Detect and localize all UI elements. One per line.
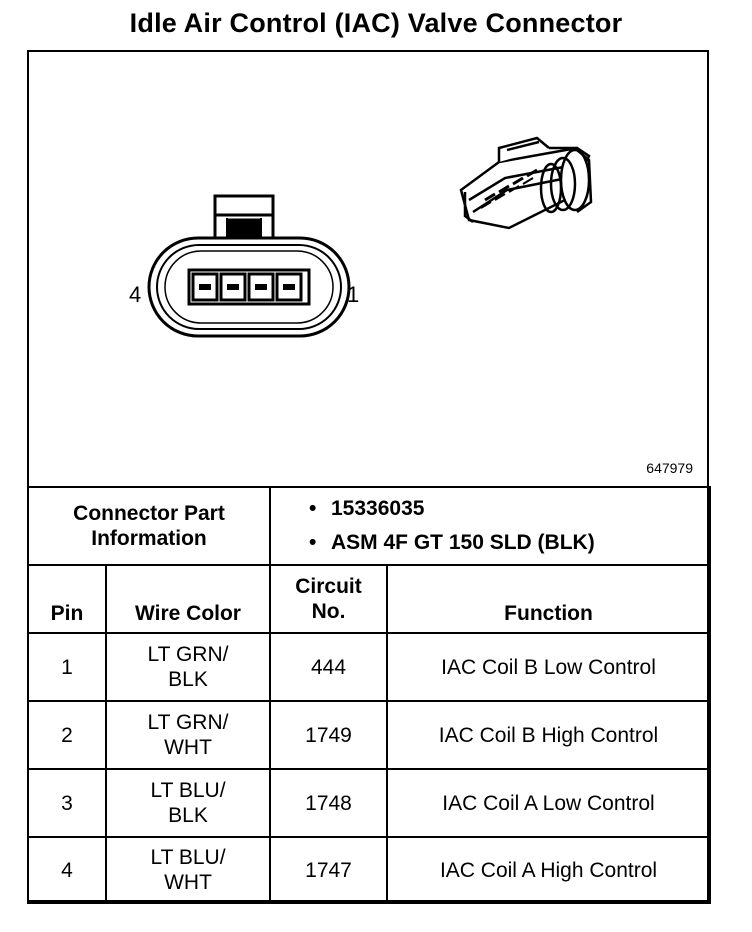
terminal-cavities	[187, 268, 311, 306]
pinout-table: Connector Part Information •15336035 •AS…	[27, 486, 712, 904]
cell-function: IAC Coil A Low Control	[385, 768, 712, 838]
header-function: Function	[385, 564, 712, 634]
connector-isometric-illustration	[459, 136, 593, 230]
cell-function: IAC Coil A High Control	[385, 836, 712, 904]
list-item: •ASM 4F GT 150 SLD (BLK)	[309, 531, 595, 554]
connector-info-list: •15336035 •ASM 4F GT 150 SLD (BLK)	[268, 486, 712, 566]
cell-pin: 2	[27, 700, 107, 770]
figure-id: 647979	[646, 460, 693, 476]
cell-pin: 4	[27, 836, 107, 904]
header-circuit: Circuit No.	[269, 564, 388, 634]
connector-face-illustration	[147, 136, 593, 338]
cell-circuit: 444	[269, 632, 388, 702]
cell-wire-color: LT GRN/WHT	[105, 700, 271, 770]
table-row: 2 LT GRN/WHT 1749 IAC Coil B High Contro…	[27, 700, 712, 770]
cell-circuit: 1749	[269, 700, 388, 770]
cell-circuit: 1748	[269, 768, 388, 838]
cell-wire-color: LT BLU/WHT	[105, 836, 271, 904]
connector-latch	[213, 194, 275, 244]
cell-wire-color: LT BLU/BLK	[105, 768, 271, 838]
list-item: •15336035	[309, 497, 425, 520]
cell-circuit: 1747	[269, 836, 388, 904]
table-row: 3 LT BLU/BLK 1748 IAC Coil A Low Control	[27, 768, 712, 838]
page-title: Idle Air Control (IAC) Valve Connector	[129, 8, 623, 38]
table-row: 4 LT BLU/WHT 1747 IAC Coil A High Contro…	[27, 836, 712, 904]
table-row: 1 LT GRN/BLK 444 IAC Coil B Low Control	[27, 632, 712, 702]
connector-info-row: Connector Part Information •15336035 •AS…	[27, 486, 712, 566]
diagram-frame: 4 1 647979 Connector Part Information •1…	[27, 50, 712, 904]
header-wire-color: Wire Color	[105, 564, 271, 634]
header-pin: Pin	[27, 564, 107, 634]
cell-function: IAC Coil B High Control	[385, 700, 712, 770]
cell-function: IAC Coil B Low Control	[385, 632, 712, 702]
connector-info-label: Connector Part Information	[27, 486, 271, 566]
pin-label-right: 1	[347, 282, 360, 307]
cell-pin: 1	[27, 632, 107, 702]
table-header-row: Pin Wire Color Circuit No. Function	[27, 564, 712, 634]
connector-drawing: 4 1 647979	[29, 52, 707, 488]
pin-label-left: 4	[129, 282, 142, 307]
cell-pin: 3	[27, 768, 107, 838]
cell-wire-color: LT GRN/BLK	[105, 632, 271, 702]
